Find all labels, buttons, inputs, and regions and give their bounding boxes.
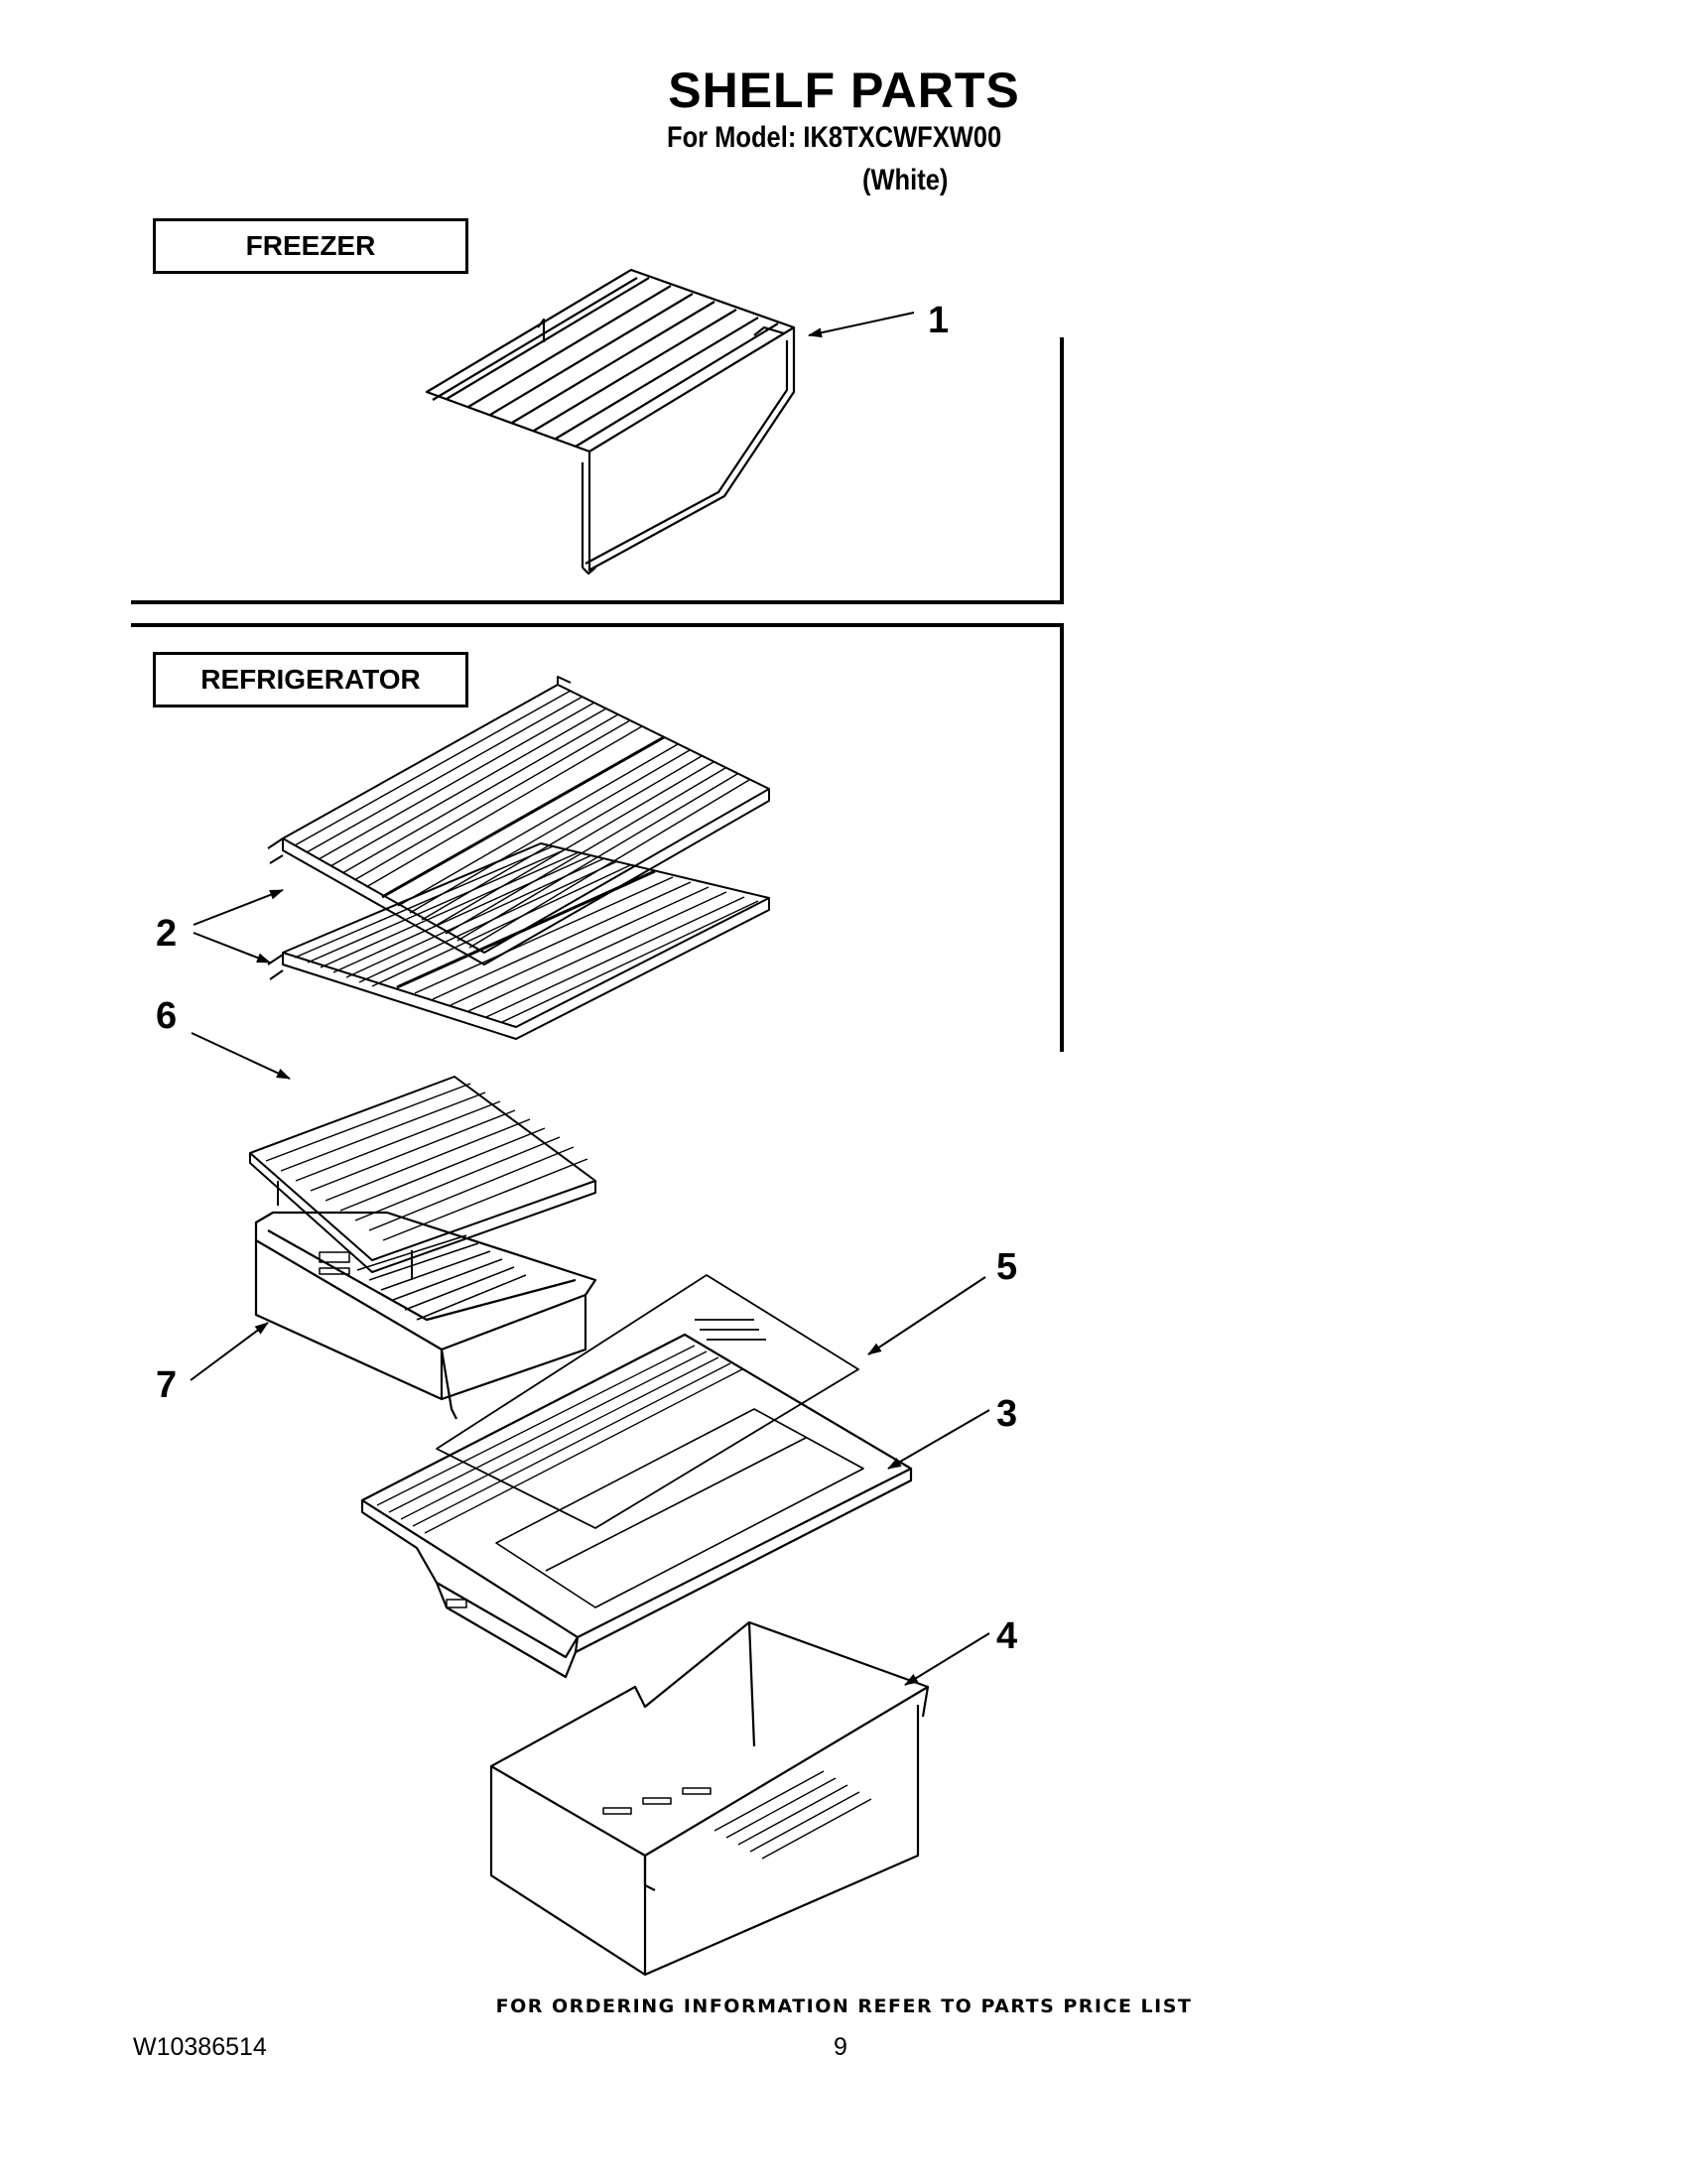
callout-5: 5: [996, 1246, 1018, 1288]
callout-2: 2: [156, 913, 178, 955]
callout-6: 6: [156, 995, 178, 1037]
freezer-wire-shelf: [425, 268, 796, 576]
callout-3: 3: [996, 1393, 1018, 1435]
refrigerator-section-label: REFRIGERATOR: [153, 652, 468, 707]
callout-7: 7: [156, 1364, 178, 1406]
callout-1: 1: [928, 300, 950, 341]
crisper-wire-cover: [249, 1076, 596, 1280]
crisper-glass-insert: [436, 1274, 859, 1529]
freezer-section-label: FREEZER: [153, 218, 468, 274]
page-number: 9: [834, 2033, 847, 2061]
page-title: SHELF PARTS: [668, 63, 1020, 118]
refrigerator-wire-shelf-lower: [267, 842, 770, 1040]
document-number: W10386514: [133, 2033, 267, 2061]
callout-leaders: [190, 312, 990, 1686]
crisper-drawer: [254, 1211, 597, 1420]
bottom-storage-pan: [489, 1620, 930, 1977]
refrigerator-section-frame: [131, 623, 1064, 1052]
refrigerator-wire-shelf-upper: [267, 676, 770, 965]
ordering-note: FOR ORDERING INFORMATION REFER TO PARTS …: [495, 1995, 1193, 2017]
callout-4: 4: [996, 1615, 1018, 1657]
model-number: For Model: IK8TXCWFXW00: [667, 121, 1002, 154]
crisper-cover-frame: [360, 1333, 913, 1679]
freezer-section-frame: [131, 337, 1064, 604]
model-color: (White): [862, 164, 949, 196]
